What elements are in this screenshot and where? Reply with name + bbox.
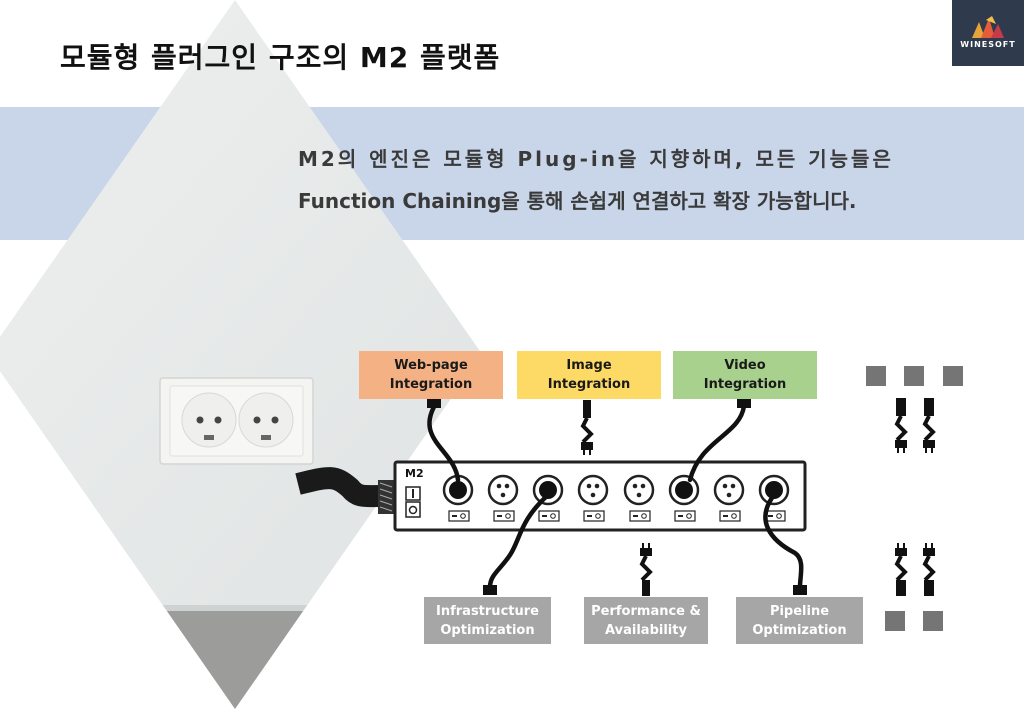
module-label-line1: Performance &	[591, 603, 701, 619]
outlet-3	[532, 474, 564, 506]
extra-squares-bottom	[885, 611, 943, 631]
outlet-switches	[448, 510, 786, 522]
outlet-1	[442, 474, 474, 506]
module-label-line1: Video	[724, 358, 766, 373]
outlets	[442, 474, 790, 506]
cable-infrastructure	[487, 492, 551, 590]
main-power-cord	[295, 467, 381, 508]
wall-socket	[159, 377, 314, 465]
module-image-integration: Image Integration	[517, 351, 661, 399]
outlet-6	[668, 474, 700, 506]
module-label-line2: Integration	[703, 377, 787, 392]
module-web-page-integration: Web-page Integration	[359, 351, 503, 399]
outlet-4	[577, 474, 609, 506]
module-label-line2: Optimization	[752, 622, 847, 638]
module-label-line1: Web-page	[394, 358, 468, 373]
extra-plugs-top	[894, 398, 936, 453]
logo-mark-icon	[972, 16, 1004, 38]
module-infrastructure-optimization: Infrastructure Optimization	[424, 597, 551, 644]
description-line-2: Function Chaining을 통해 손쉽게 연결하고 확장 가능합니다.	[298, 189, 857, 213]
outlet-5	[623, 474, 655, 506]
module-label-line1: Image	[566, 358, 612, 373]
module-label-line1: Pipeline	[769, 603, 830, 619]
module-label-line1: Infrastructure	[436, 603, 539, 619]
module-pipeline-optimization: Pipeline Optimization	[736, 597, 863, 644]
logo-text: WINESOFT	[960, 40, 1016, 49]
outlet-2	[487, 474, 519, 506]
description-line-1: M2의 엔진은 모듈형 Plug-in을 지향하며, 모든 기능들은	[298, 147, 894, 171]
idle-plug-image	[580, 400, 594, 455]
outlet-8	[758, 474, 790, 506]
module-performance-availability: Performance & Availability	[584, 597, 708, 644]
page-title: 모듈형 플러그인 구조의 M2 플랫폼	[60, 41, 501, 74]
cable-video	[687, 403, 747, 483]
module-label-line2: Integration	[547, 377, 631, 392]
module-label-line2: Integration	[389, 377, 473, 392]
company-logo: WINESOFT	[952, 0, 1024, 66]
module-video-integration: Video Integration	[673, 351, 817, 399]
extra-squares-top	[866, 366, 963, 386]
idle-plug-performance	[639, 543, 653, 596]
module-label-line2: Availability	[605, 622, 687, 638]
description-text: M2의 엔진은 모듈형 Plug-in을 지향하며, 모든 기능들은 Funct…	[298, 138, 998, 222]
power-strip-label: M2	[405, 467, 424, 480]
outlet-7	[713, 474, 745, 506]
cable-web-page	[427, 402, 461, 483]
extra-plugs-bottom	[894, 543, 936, 596]
module-label-line2: Optimization	[440, 622, 535, 638]
cable-pipeline	[763, 492, 804, 590]
cable-plugs	[427, 398, 807, 595]
